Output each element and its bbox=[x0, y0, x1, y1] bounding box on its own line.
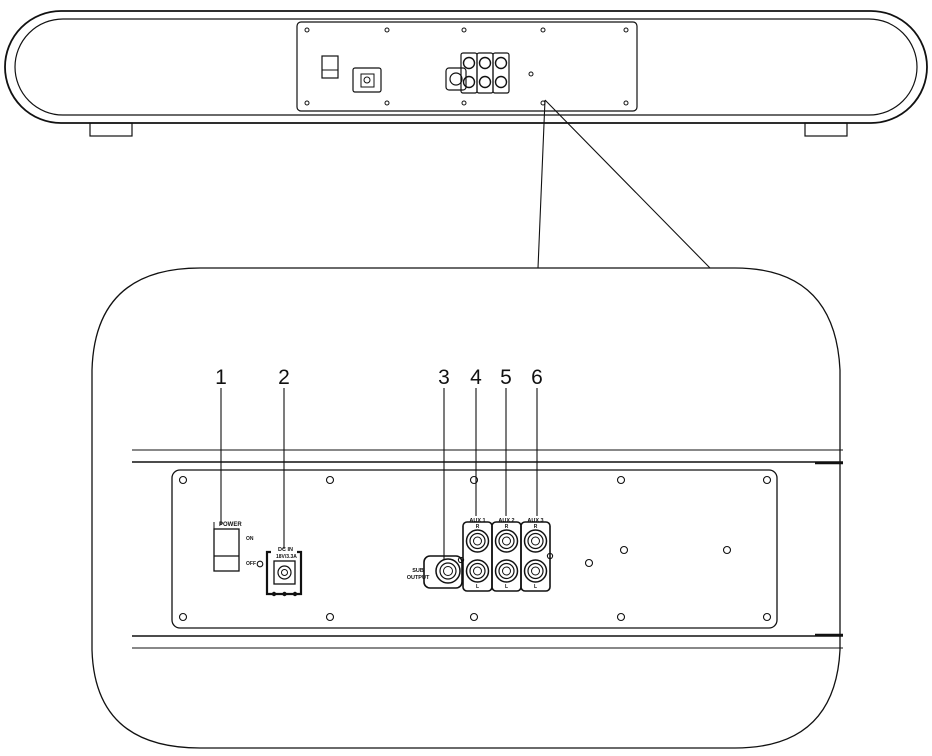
mini-dc-jack bbox=[352, 67, 382, 93]
soundbar-left-foot bbox=[89, 122, 133, 137]
panel-screws bbox=[178, 475, 772, 622]
callout-2: 2 bbox=[278, 366, 290, 389]
mini-power-switch bbox=[321, 55, 339, 79]
callout-4: 4 bbox=[470, 366, 482, 389]
mini-aux-jacks bbox=[460, 52, 510, 94]
callout-6: 6 bbox=[531, 366, 543, 389]
aux-jacks: AUX 1 AUX 2 AUX 3 R R R L L L bbox=[462, 518, 551, 592]
callout-5: 5 bbox=[500, 366, 512, 389]
callout-1: 1 bbox=[215, 366, 227, 389]
aux2-r-label: R bbox=[505, 524, 509, 530]
mini-rear-panel bbox=[296, 21, 638, 112]
power-on-label: ON bbox=[246, 536, 254, 542]
dc-in-label-1: DC IN bbox=[278, 547, 293, 553]
soundbar-right-foot bbox=[804, 122, 848, 137]
power-switch: POWER ON OFF bbox=[213, 522, 256, 572]
aux3-r-label: R bbox=[534, 524, 538, 530]
aux1-r-label: R bbox=[476, 524, 480, 530]
sub-output-label-2: OUTPUT bbox=[407, 575, 430, 581]
callout-3: 3 bbox=[438, 366, 450, 389]
power-off-label: OFF bbox=[246, 561, 256, 567]
soundbar-body-outer bbox=[4, 10, 928, 124]
aux2-l-label: L bbox=[505, 584, 508, 590]
callout-numbers: 1 2 3 4 5 6 bbox=[215, 366, 543, 389]
sub-output-jack: SUB OUTPUT bbox=[407, 555, 463, 589]
dc-in-jack: DC IN 18V/3.3A bbox=[265, 547, 303, 597]
magnified-view: POWER ON OFF DC IN 18V/3.3A SUB OUTPUT bbox=[91, 267, 843, 749]
rear-panel-plate bbox=[171, 469, 778, 629]
dc-in-label-2: 18V/3.3A bbox=[276, 554, 297, 560]
soundbar-body-inner bbox=[14, 18, 918, 116]
power-label: POWER bbox=[219, 522, 242, 528]
aux1-l-label: L bbox=[476, 584, 479, 590]
magnified-callout-bubble bbox=[91, 267, 841, 749]
aux3-label: AUX 3 bbox=[527, 518, 543, 524]
housing-edges bbox=[132, 449, 843, 649]
callout-leaders bbox=[220, 388, 538, 559]
aux2-label: AUX 2 bbox=[498, 518, 514, 524]
soundbar-overview bbox=[4, 10, 928, 137]
zoom-connector bbox=[270, 99, 735, 269]
aux3-l-label: L bbox=[534, 584, 537, 590]
sub-output-label-1: SUB bbox=[412, 568, 424, 574]
mini-sub-output bbox=[445, 67, 467, 91]
aux1-label: AUX 1 bbox=[469, 518, 485, 524]
